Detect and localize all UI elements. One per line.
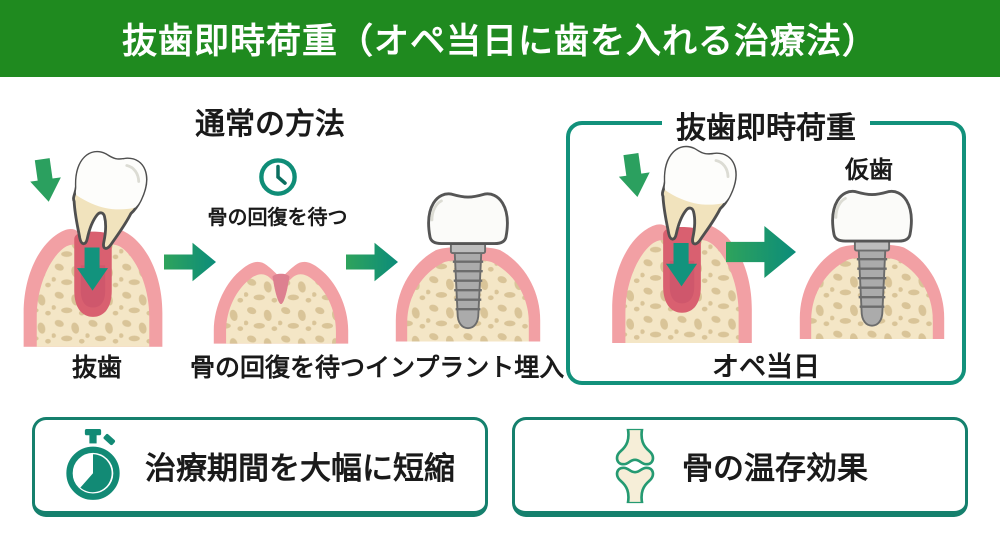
benefit-label: 骨の温存効果 [682, 451, 868, 486]
benefit-label: 治療期間を大幅に短縮 [145, 451, 455, 486]
step-label-extraction: 抜歯 [71, 354, 122, 382]
banner: 抜歯即時荷重（オペ当日に歯を入れる治療法） [0, 0, 1000, 77]
healed-ridge-illustration [210, 247, 352, 344]
benefit-box-treatment-time: 治療期間を大幅に短縮 [32, 417, 488, 517]
surgery-day-label: オペ当日 [712, 352, 820, 382]
immediate-method-title: 抜歯即時荷重 [662, 103, 870, 147]
clock-icon [257, 156, 299, 198]
banner-title: 抜歯即時荷重（オペ当日に歯を入れる治療法） [121, 22, 878, 61]
step-label-wait: 骨の回復を待つ [190, 354, 366, 382]
normal-method-title: 通常の方法 [195, 108, 345, 141]
extraction-illustration [18, 148, 168, 347]
immediate-method-box: 抜歯即時荷重 仮歯 オペ当日 [566, 103, 966, 385]
temporary-tooth-label: 仮歯 [845, 157, 893, 184]
benefit-box-bone-preservation: 骨の温存効果 [512, 417, 968, 517]
wait-note: 骨の回復を待つ [207, 207, 348, 229]
implant-illustration [796, 183, 948, 341]
arrow-right-icon [346, 239, 398, 285]
arrow-right-icon [726, 221, 796, 283]
arrow-right-icon [164, 239, 216, 285]
implant-illustration [392, 184, 544, 345]
step-label-implant: インプラント埋入 [365, 354, 565, 382]
bone-joint-icon [612, 428, 658, 504]
stopwatch-icon [65, 428, 121, 504]
